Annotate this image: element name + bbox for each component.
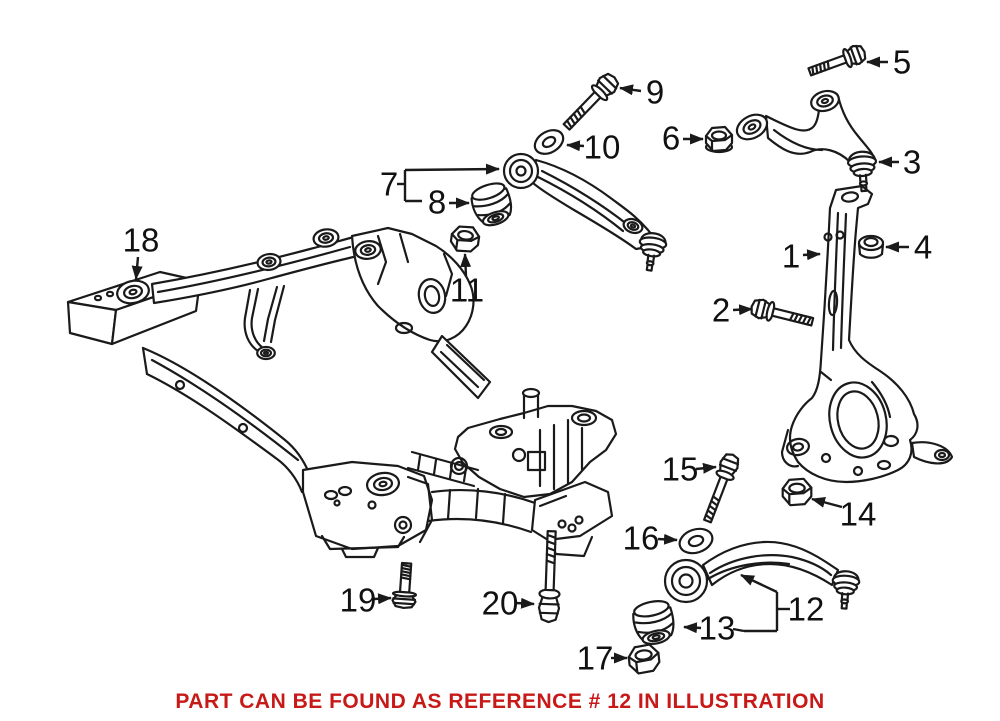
callout-13-number: 13 bbox=[699, 610, 736, 647]
part-nut-11 bbox=[448, 223, 482, 255]
callout-11: 11 bbox=[450, 253, 484, 309]
part-subframe-crossmember bbox=[68, 228, 616, 557]
part-nut-4 bbox=[859, 236, 883, 258]
callout-2: 2 bbox=[712, 292, 753, 329]
callout-14: 14 bbox=[811, 496, 877, 533]
callout-13-leader bbox=[683, 622, 702, 634]
callout-16-leader bbox=[657, 533, 678, 545]
callout-9-leader bbox=[619, 84, 642, 96]
callout-15-number: 15 bbox=[662, 451, 699, 488]
callout-11-leader bbox=[460, 253, 472, 277]
callout-4-number: 4 bbox=[914, 229, 932, 266]
callout-16-number: 16 bbox=[623, 520, 660, 557]
callout-10: 10 bbox=[566, 129, 621, 166]
part-washer-10 bbox=[529, 124, 569, 160]
callout-17-number: 17 bbox=[577, 640, 614, 677]
callout-20: 20 bbox=[482, 585, 535, 622]
callout-13: 13 bbox=[683, 610, 745, 647]
callout-14-leader bbox=[811, 497, 843, 509]
callout-7: 7 bbox=[380, 163, 500, 203]
callout-1-leader bbox=[802, 249, 821, 261]
part-bolt-19 bbox=[390, 561, 420, 610]
callout-15-leader bbox=[695, 462, 717, 474]
part-bushing-13 bbox=[629, 596, 679, 649]
callout-5: 5 bbox=[866, 44, 911, 81]
part-bolt-15 bbox=[698, 450, 743, 526]
callout-18-leader bbox=[131, 256, 143, 280]
callout-20-number: 20 bbox=[482, 585, 519, 622]
callout-19-leader bbox=[373, 593, 392, 605]
callout-11-number: 11 bbox=[450, 272, 484, 309]
callout-19: 19 bbox=[340, 582, 392, 619]
part-bolt-2 bbox=[748, 296, 816, 333]
part-bolt-9 bbox=[558, 69, 623, 135]
part-nut-6 bbox=[704, 125, 734, 152]
callout-8-number: 8 bbox=[428, 184, 446, 221]
callout-18: 18 bbox=[123, 222, 160, 280]
part-bolt-5 bbox=[805, 41, 869, 82]
callout-18-number: 18 bbox=[123, 222, 160, 259]
part-front-lower-control-arm bbox=[504, 154, 669, 274]
callout-9-number: 9 bbox=[646, 74, 664, 111]
part-nut-17 bbox=[626, 642, 662, 676]
callout-19-number: 19 bbox=[340, 582, 377, 619]
caption: PART CAN BE FOUND AS REFERENCE # 12 IN I… bbox=[175, 690, 825, 713]
rear-arm-ball-joint bbox=[829, 569, 861, 611]
callout-17: 17 bbox=[577, 640, 628, 677]
callout-12-leader bbox=[740, 573, 778, 594]
callout-4: 4 bbox=[885, 229, 932, 266]
part-rear-lower-control-arm bbox=[665, 542, 861, 611]
callout-15: 15 bbox=[662, 451, 717, 488]
callout-20-leader bbox=[515, 597, 535, 609]
callout-16: 16 bbox=[623, 520, 678, 557]
part-bushing-8 bbox=[466, 178, 518, 231]
callout-12: 12 bbox=[740, 573, 825, 633]
part-bolt-20 bbox=[537, 529, 564, 624]
callout-5-number: 5 bbox=[893, 44, 911, 81]
callout-2-leader bbox=[732, 304, 753, 316]
callout-1: 1 bbox=[782, 238, 821, 275]
front-arm-ball-joint bbox=[634, 230, 669, 274]
callout-6: 6 bbox=[662, 120, 704, 157]
callout-3-number: 3 bbox=[903, 144, 921, 181]
part-nut-14 bbox=[781, 477, 813, 507]
callout-12-number: 12 bbox=[788, 591, 825, 628]
part-upper-control-arm bbox=[731, 87, 880, 194]
callout-14-number: 14 bbox=[840, 496, 877, 533]
callout-9: 9 bbox=[619, 74, 664, 111]
callout-10-leader bbox=[566, 140, 585, 152]
callout-10-number: 10 bbox=[584, 129, 621, 166]
callout-3: 3 bbox=[878, 144, 921, 181]
upper-arm-ball-joint bbox=[846, 149, 880, 194]
callout-2-number: 2 bbox=[712, 292, 730, 329]
callout-6-number: 6 bbox=[662, 120, 680, 157]
callout-8: 8 bbox=[428, 184, 470, 221]
callout-7-number: 7 bbox=[380, 166, 398, 203]
callout-7-leader bbox=[404, 163, 500, 175]
part-washer-16 bbox=[675, 523, 717, 559]
part-steering-knuckle bbox=[782, 186, 952, 482]
callout-1-number: 1 bbox=[782, 238, 800, 275]
callout-13-leader bbox=[732, 627, 745, 633]
